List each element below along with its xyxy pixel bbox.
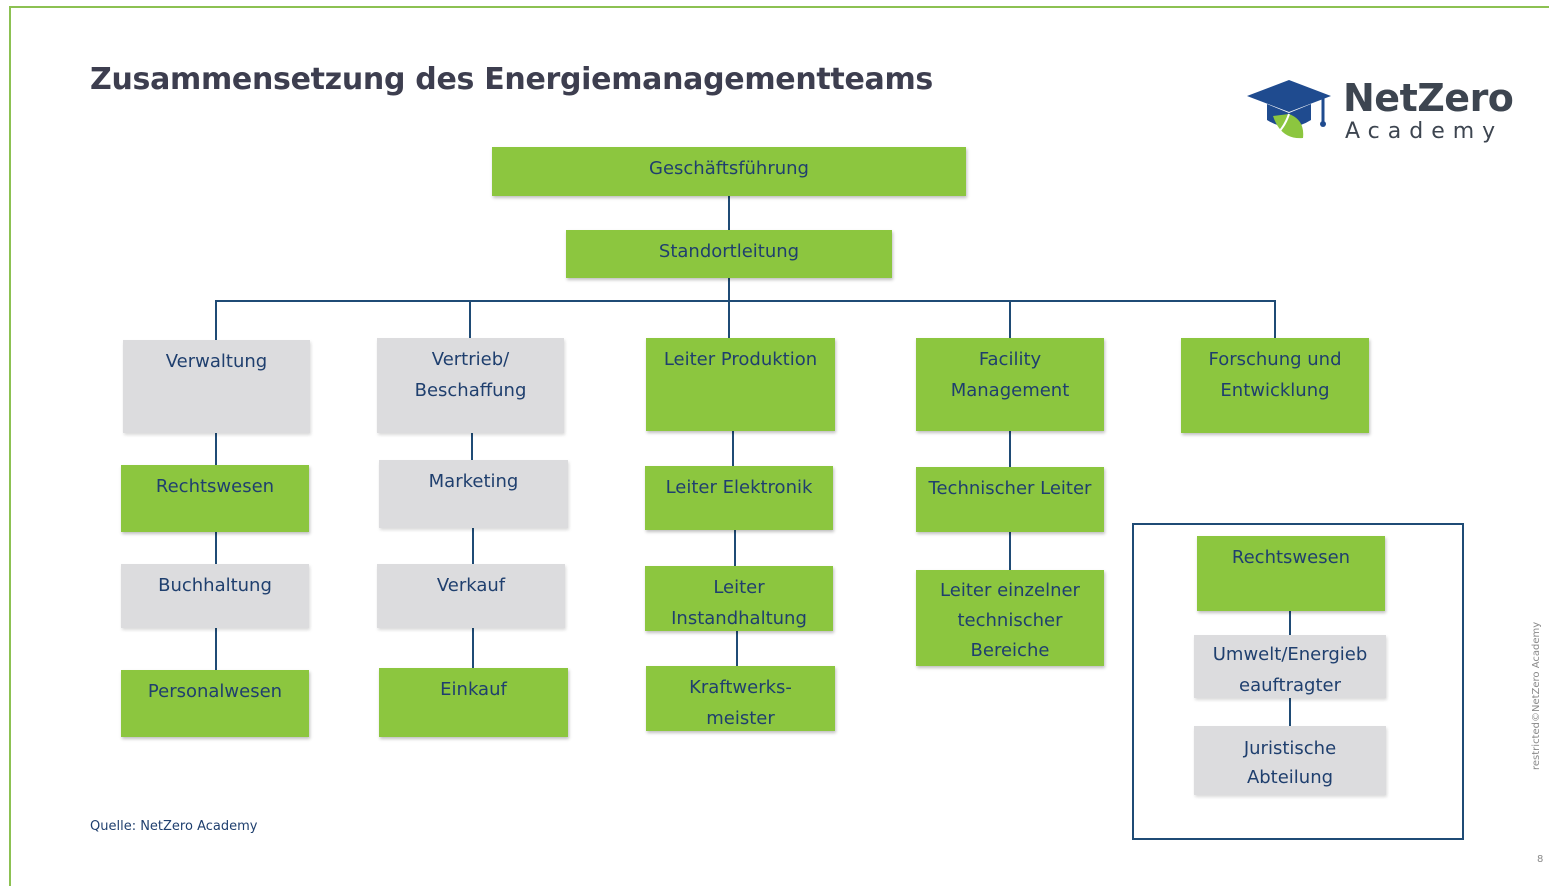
logo-subtitle: Academy (1345, 119, 1504, 144)
page-number: 8 (1537, 854, 1544, 865)
org-box-buchhaltung: Buchhaltung (121, 564, 309, 628)
org-box-juristische-abteilung: Juristische Abteilung (1194, 726, 1386, 795)
slide-frame (9, 6, 1549, 886)
connector-line (1274, 300, 1276, 338)
slide-title: Zusammensetzung des Energiemanagementtea… (90, 62, 933, 97)
org-box-leiter-technischer-bereiche: Leiter einzelner technischer Bereiche (916, 570, 1104, 666)
org-box-leiter-elektronik: Leiter Elektronik (645, 466, 833, 530)
org-box-marketing: Marketing (379, 460, 568, 528)
org-box-forschung-entwicklung: Forschung und Entwicklung (1181, 338, 1369, 433)
org-box-facility-management: Facility Management (916, 338, 1104, 431)
connector-line (472, 528, 474, 564)
connector-line (471, 433, 473, 460)
connector-line (215, 433, 217, 465)
org-box-umwelt-energiebeauftragter: Umwelt/Energieb eauftragter (1194, 635, 1386, 698)
connector-line (1009, 300, 1011, 338)
connector-line (1289, 698, 1291, 726)
legal-group-frame (1132, 523, 1464, 840)
org-box-personalwesen: Personalwesen (121, 670, 309, 737)
logo-name: NetZero (1343, 76, 1514, 120)
org-box-leiter-instandhaltung: Leiter Instandhaltung (645, 566, 833, 631)
org-box-vertrieb-beschaffung: Vertrieb/ Beschaffung (377, 338, 564, 433)
connector-line (734, 530, 736, 566)
org-box-rechtswesen: Rechtswesen (121, 465, 309, 532)
connector-line (469, 300, 471, 338)
source-note: Quelle: NetZero Academy (90, 819, 258, 834)
org-box-verkauf: Verkauf (377, 564, 565, 628)
org-box-einkauf: Einkauf (379, 668, 568, 737)
connector-line (215, 628, 217, 670)
org-box-kraftwerksmeister: Kraftwerks- meister (646, 666, 835, 731)
connector-line (728, 196, 730, 230)
org-box-geschaeftsfuehrung: Geschäftsführung (492, 147, 966, 196)
connector-line (215, 532, 217, 564)
copyright-note: restricted©NetZero Academy (1531, 621, 1542, 770)
org-box-leiter-produktion: Leiter Produktion (646, 338, 835, 431)
connector-line (728, 278, 730, 340)
org-box-verwaltung: Verwaltung (123, 340, 310, 433)
netzero-logo: NetZero Academy (1247, 76, 1514, 152)
org-box-technischer-leiter: Technischer Leiter (916, 467, 1104, 532)
connector-line (736, 631, 738, 666)
connector-line (215, 300, 1276, 302)
connector-line (1009, 532, 1011, 570)
org-box-standortleitung: Standortleitung (566, 230, 892, 278)
connector-line (472, 628, 474, 668)
connector-line (1009, 431, 1011, 467)
connector-line (732, 431, 734, 466)
graduation-cap-icon (1247, 80, 1331, 139)
connector-line (1289, 611, 1291, 635)
org-box-rechtswesen-group: Rechtswesen (1197, 536, 1385, 611)
connector-line (215, 300, 217, 340)
